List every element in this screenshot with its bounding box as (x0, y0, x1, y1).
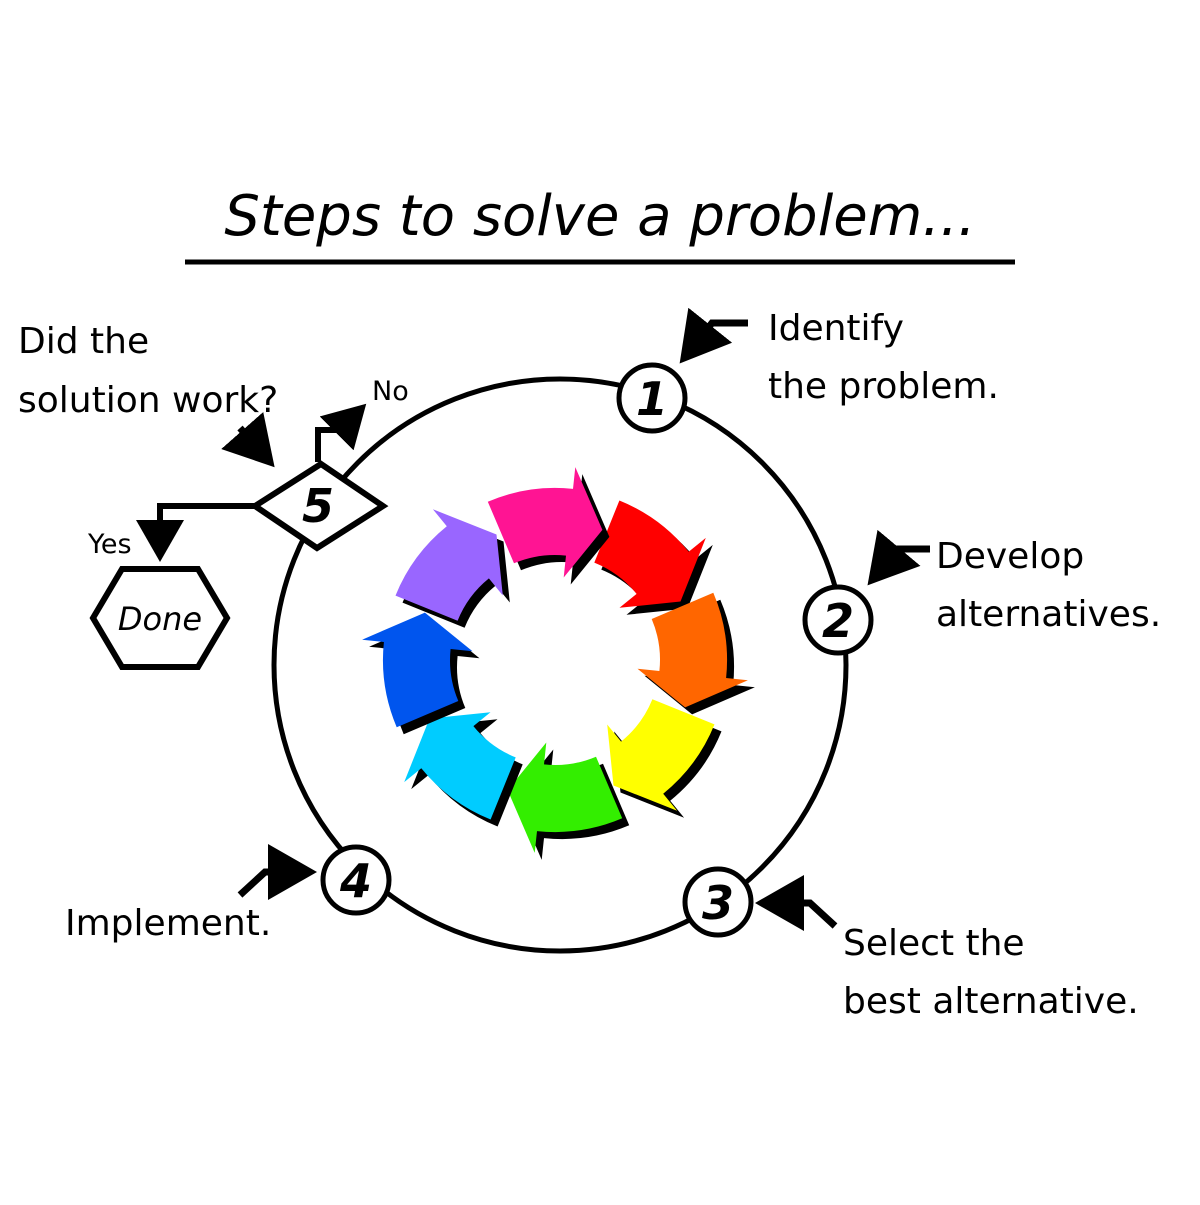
step-3-label-line2: best alternative. (843, 981, 1139, 1022)
cycle-ring (271, 376, 849, 954)
step-3-label-line1: Select the (843, 923, 1025, 964)
cycle-arrow-yellow (607, 699, 715, 811)
question-pointer-arrow (221, 411, 275, 468)
yes-branch-arrow (136, 503, 255, 562)
step-2-label-line1: Develop (936, 536, 1084, 577)
done-label: Done (118, 600, 202, 638)
cycle-arrow-magenta (487, 467, 603, 578)
step-1-label-line2: the problem. (768, 366, 999, 407)
step-1-pointer-arrow (679, 307, 748, 364)
cycle-arrow-green (507, 742, 623, 853)
step-1-label-line1: Identify (768, 308, 904, 349)
step-1-number: 1 (636, 372, 668, 426)
cycle-arrow-red (594, 500, 706, 608)
step-2-label-line2: alternatives. (936, 594, 1161, 635)
cycle-arrow-purple (395, 509, 503, 621)
decision-question-line1: Did the (18, 321, 149, 362)
step-3-circle (682, 866, 754, 938)
step-1-circle (616, 362, 688, 434)
cycle-arrow-orange (637, 592, 748, 708)
step-3-number: 3 (702, 876, 734, 930)
step-2-circle (802, 584, 874, 656)
decision-diamond (249, 460, 389, 552)
decision-number: 5 (302, 479, 334, 533)
cycle-arrow-cyan (404, 712, 516, 820)
step-2-pointer-arrow (867, 529, 930, 586)
no-branch-arrow (315, 403, 367, 462)
cycle-arrow-blue (362, 612, 473, 728)
decision-question-line2: solution work? (18, 380, 278, 421)
step-4-pointer-arrow (237, 844, 317, 900)
step-4-circle (320, 844, 392, 916)
step-4-number: 4 (339, 854, 372, 908)
color-arrow-ring (362, 467, 755, 860)
step-3-pointer-arrow (755, 875, 838, 931)
no-label: No (372, 376, 409, 407)
done-hexagon (89, 566, 231, 670)
step-4-label: Implement. (65, 903, 271, 944)
diagram-title: Steps to solve a problem... (224, 184, 975, 249)
yes-label: Yes (87, 529, 132, 560)
step-2-number: 2 (822, 594, 854, 648)
